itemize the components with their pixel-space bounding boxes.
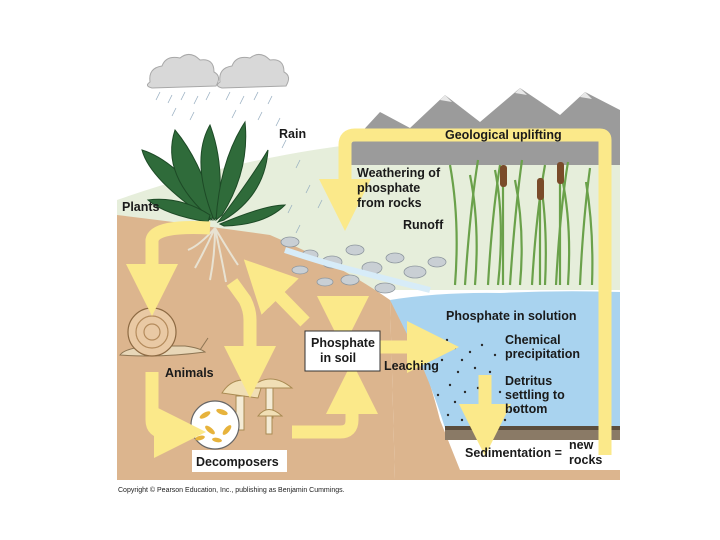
label-chemical-1: Chemical (505, 333, 561, 347)
label-phosphate-in-soil-2: in soil (320, 351, 356, 365)
label-phosphate-in-soil-1: Phosphate (311, 336, 375, 350)
label-new-rocks-2: rocks (569, 453, 602, 467)
label-chemical-2: precipitation (505, 347, 580, 361)
label-weathering-1: Weathering of (357, 166, 441, 180)
copyright-notice: Copyright © Pearson Education, Inc., pub… (118, 486, 345, 494)
label-leaching: Leaching (384, 359, 439, 373)
sediment-dots (445, 426, 620, 430)
bacteria-bubble (191, 401, 239, 449)
label-detritus-3: bottom (505, 402, 547, 416)
label-new-rocks-1: new (569, 438, 594, 452)
label-decomposers: Decomposers (196, 455, 279, 469)
label-rain: Rain (279, 127, 306, 141)
label-detritus-1: Detritus (505, 374, 552, 388)
label-phosphate-in-solution: Phosphate in solution (446, 309, 577, 323)
label-geological-uplifting: Geological uplifting (445, 128, 562, 142)
label-sedimentation: Sedimentation = (465, 446, 562, 460)
label-runoff: Runoff (403, 218, 444, 232)
label-plants: Plants (122, 200, 160, 214)
label-detritus-2: settling to (505, 388, 565, 402)
label-weathering-2: phosphate (357, 181, 420, 195)
label-weathering-3: from rocks (357, 196, 422, 210)
snail-shell (128, 308, 176, 356)
label-animals: Animals (165, 366, 214, 380)
